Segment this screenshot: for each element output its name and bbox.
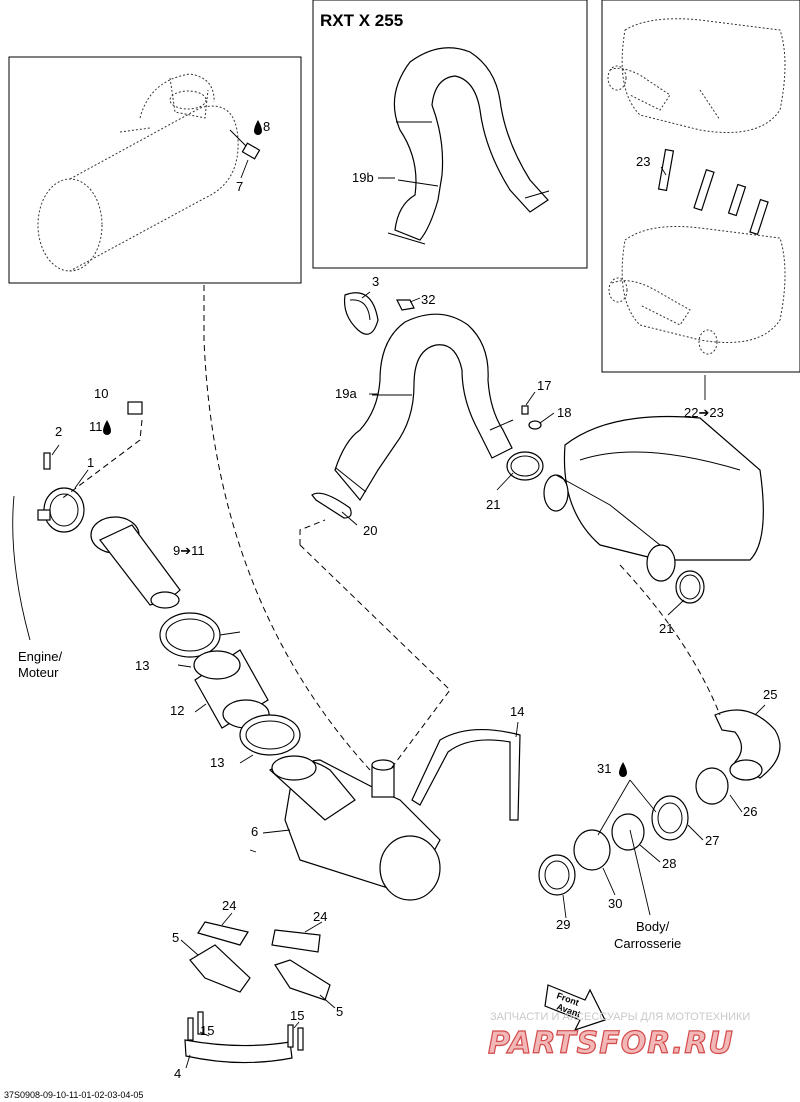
rxt-inset-box <box>312 0 588 269</box>
part-label-3: 3 <box>372 274 379 289</box>
clamp-26-drawing <box>695 767 729 805</box>
resonator-outline-drawing <box>607 18 786 355</box>
sensor-10-drawing <box>127 401 143 415</box>
part-label-5b: 5 <box>336 1004 343 1019</box>
part-label-31: 31 <box>597 761 611 776</box>
inset-title: RXT X 255 <box>320 11 403 30</box>
shield-24b-drawing <box>271 929 321 953</box>
leader-lines <box>51 159 766 1069</box>
part-label-24a: 24 <box>222 898 236 913</box>
body-label-line2: Carrosserie <box>614 936 681 951</box>
shield-24a-drawing <box>197 921 249 946</box>
strap-14-drawing <box>411 728 521 821</box>
outlet-27-drawing <box>651 795 689 841</box>
clamp-21a-drawing <box>506 451 544 481</box>
part-label-1: 1 <box>87 455 94 470</box>
muffler-outline-drawing <box>37 73 261 272</box>
clamp-3-drawing <box>343 292 379 335</box>
drop-icon <box>619 762 627 777</box>
clamp-21b-drawing <box>675 570 705 604</box>
connection-lines <box>12 285 721 771</box>
ring-28-drawing <box>611 813 645 851</box>
part-label-29: 29 <box>556 917 570 932</box>
part-label-7: 7 <box>236 179 243 194</box>
part-label-13b: 13 <box>210 755 224 770</box>
clamp-13b-drawing <box>239 714 301 756</box>
watermark-tagline: ЗАПЧАСТИ И АКСЕССУАРЫ ДЛЯ МОТОТЕХНИКИ <box>490 1011 750 1023</box>
part-label-22-23: 22➔23 <box>684 405 724 420</box>
resonator-22-drawing <box>543 415 764 582</box>
pipe-19b-drawing <box>387 47 550 245</box>
part-label-6: 6 <box>251 824 258 839</box>
muffler-6-drawing <box>269 755 441 901</box>
tip-29-drawing <box>538 854 576 896</box>
part-label-28: 28 <box>662 856 676 871</box>
part-label-9-11: 9➔11 <box>173 543 205 558</box>
body-label-line1: Body/ <box>636 919 670 934</box>
clamp-20-drawing <box>311 492 352 519</box>
drop-icon <box>103 420 111 435</box>
part-label-18: 18 <box>557 405 571 420</box>
engine-label-line2: Moteur <box>18 665 59 680</box>
resonator-detail-box <box>601 0 800 373</box>
muffler-detail-box <box>8 56 302 284</box>
part-label-21b: 21 <box>659 621 673 636</box>
part-label-20: 20 <box>363 523 377 538</box>
part-label-17: 17 <box>537 378 551 393</box>
screw-17-drawing <box>521 405 529 415</box>
clamp-13a-drawing <box>159 612 221 658</box>
part-label-24b: 24 <box>313 909 327 924</box>
part-label-5a: 5 <box>172 930 179 945</box>
part-label-11: 11 <box>89 419 103 434</box>
part-label-27: 27 <box>705 833 719 848</box>
part-label-19a: 19a <box>335 386 357 401</box>
part-label-21a: 21 <box>486 497 500 512</box>
part-label-25: 25 <box>763 687 777 702</box>
part-label-8: 8 <box>263 119 270 134</box>
part-label-23: 23 <box>636 154 650 169</box>
drop-icon <box>254 120 262 135</box>
part-label-12: 12 <box>170 703 184 718</box>
drawing-code: 37S0908-09-10-11-01-02-03-04-05 <box>4 1090 143 1100</box>
bracket-5b-drawing <box>274 959 331 1001</box>
watermark-logo: PARTSFOR.RU <box>488 1026 734 1061</box>
strap-4-drawing <box>184 1011 304 1064</box>
part-label-26: 26 <box>743 804 757 819</box>
elbow-25-drawing <box>714 709 781 781</box>
washer-18-drawing <box>528 420 542 430</box>
clip-32-drawing <box>396 299 415 311</box>
stud-2-drawing <box>43 452 51 470</box>
part-label-32: 32 <box>421 292 435 307</box>
engine-label-line1: Engine/ <box>18 649 62 664</box>
bracket-5a-drawing <box>189 944 251 993</box>
clamp-1-drawing <box>37 487 85 533</box>
part-label-4: 4 <box>174 1066 181 1081</box>
part-label-13a: 13 <box>135 658 149 673</box>
part-label-10: 10 <box>94 386 108 401</box>
part-label-14: 14 <box>510 704 524 719</box>
front-arrow-icon <box>544 984 606 1032</box>
part-label-15b: 15 <box>290 1008 304 1023</box>
part-label-19b: 19b <box>352 170 374 185</box>
part-label-30: 30 <box>608 896 622 911</box>
part-label-15a: 15 <box>200 1023 214 1038</box>
pipe-9-drawing <box>90 516 181 609</box>
ring-30-drawing <box>573 829 611 871</box>
pipe-19a-drawing <box>334 313 514 502</box>
part-label-2: 2 <box>55 424 62 439</box>
